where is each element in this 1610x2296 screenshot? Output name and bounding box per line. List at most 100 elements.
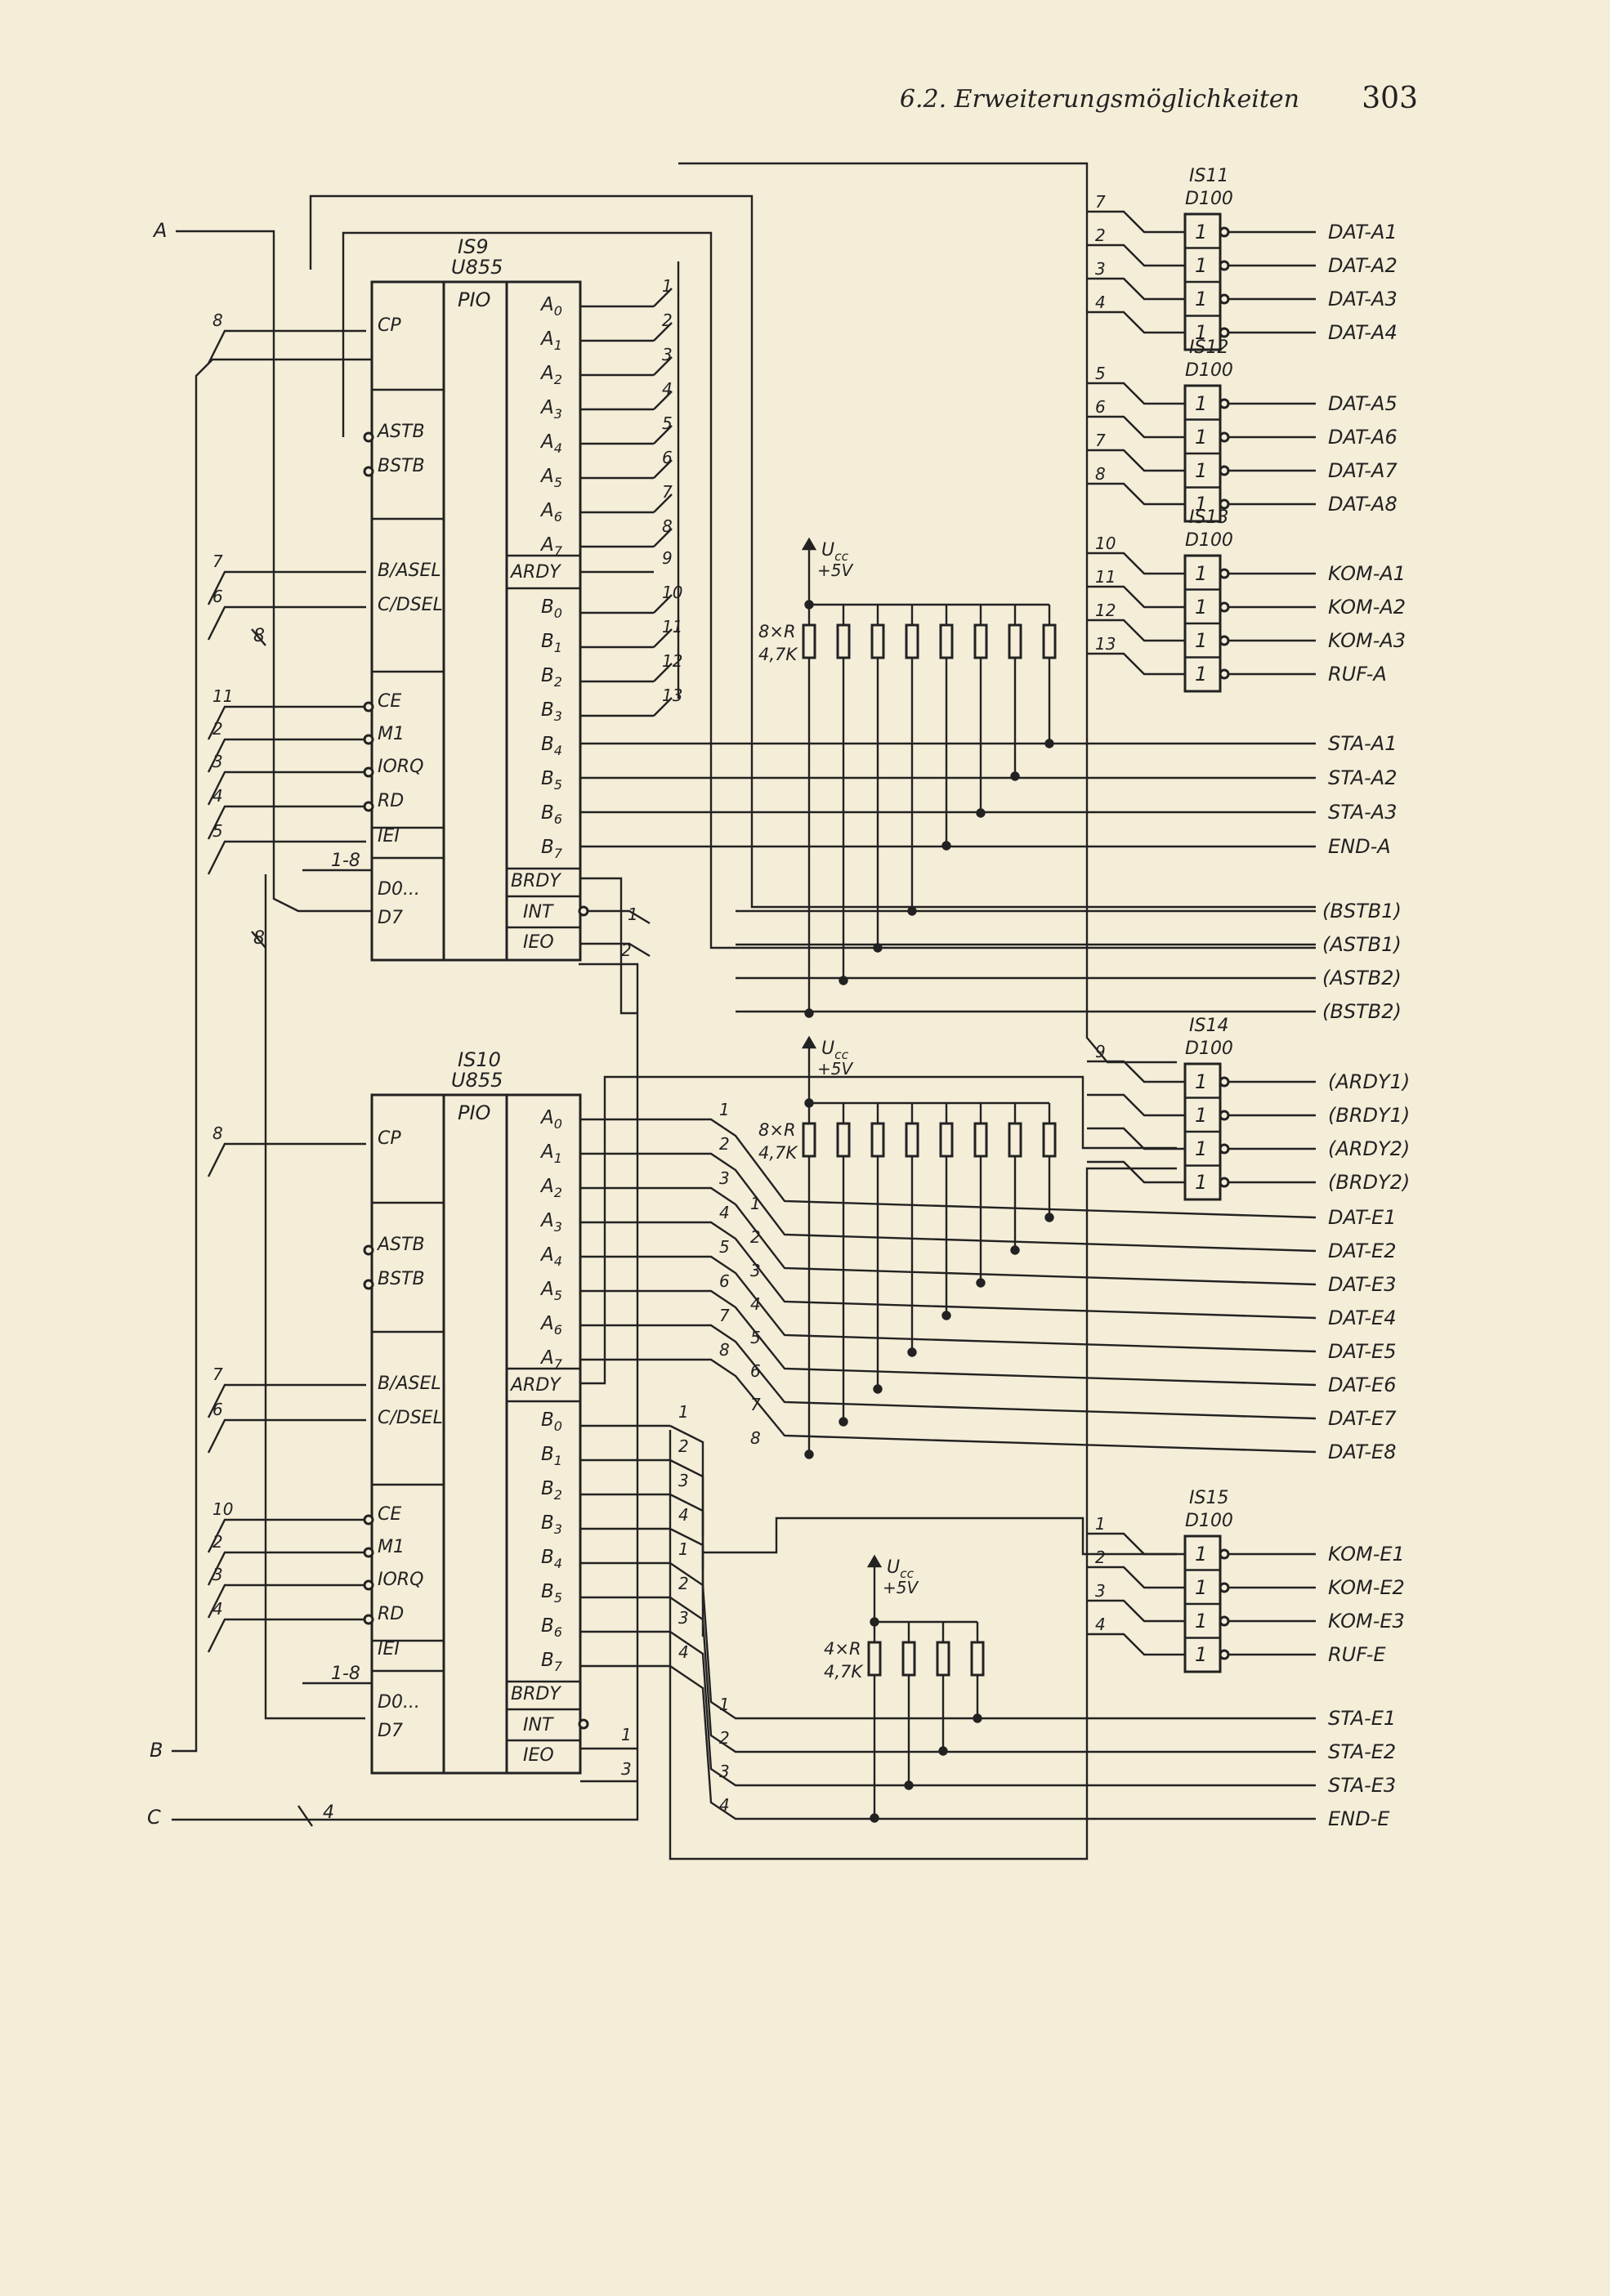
pin-a0-label: A0 <box>539 294 562 319</box>
resistor-r1 <box>901 1641 916 1677</box>
signal-kom-a2: KOM-A2 <box>1328 596 1406 619</box>
wire-number: 1 <box>662 276 673 296</box>
inversion-bubble <box>1219 635 1230 646</box>
vcc-arrowhead <box>801 1035 817 1049</box>
wire-number: 9 <box>1095 1042 1106 1061</box>
resistor-r6 <box>1008 1122 1022 1158</box>
driver-ref-IS12: IS12 <box>1189 337 1228 358</box>
driver-ref-IS13: IS13 <box>1189 507 1228 528</box>
bus-tap-bsel <box>207 1383 366 1418</box>
inversion-bubble <box>1219 327 1230 338</box>
bus-c <box>172 963 639 1821</box>
signal-dat-e5: DAT-E5 <box>1328 1340 1396 1363</box>
wire-slash <box>653 697 673 717</box>
bus-label-a: A <box>152 219 167 242</box>
wire-slash <box>653 663 673 682</box>
driver-in-wire <box>1087 449 1185 472</box>
junction-dot <box>873 1384 883 1394</box>
pin-brdy-label: BRDY <box>511 871 561 891</box>
bus-tap-number: 3 <box>212 1565 223 1584</box>
inversion-bubble <box>1219 1649 1230 1660</box>
top-cable <box>678 162 1177 1064</box>
pin-a4-label: A4 <box>539 1244 562 1269</box>
wire-number: 10 <box>1095 534 1116 553</box>
driver-in-wire <box>1087 652 1185 676</box>
signal-dat-a5: DAT-A5 <box>1328 392 1398 415</box>
pin-b2-label: B2 <box>541 665 562 690</box>
wire-number: 1 <box>1095 1514 1106 1534</box>
inversion-bubble <box>363 466 374 477</box>
wire-slash <box>653 391 673 410</box>
junction-dot <box>873 943 883 953</box>
wire-slash <box>653 288 673 307</box>
bus-tap-number: 7 <box>212 552 223 571</box>
driver-in-wire <box>1087 619 1185 642</box>
bus-label-b: B <box>150 1739 163 1762</box>
inversion-bubble <box>363 1279 374 1290</box>
signal-dat-e1: DAT-E1 <box>1328 1206 1396 1229</box>
wire-number: 5 <box>719 1237 730 1257</box>
res-count-label: 8×R <box>758 1120 796 1140</box>
bus-tap-number: 6 <box>212 1400 223 1419</box>
inversion-bubble <box>1219 668 1230 680</box>
inversion-bubble <box>1219 1615 1230 1627</box>
wire-number: 5 <box>662 413 673 433</box>
junction-dot <box>907 1347 917 1357</box>
signal-strobe-3: (BSTB2) <box>1322 1000 1402 1023</box>
resistor-r7 <box>1042 1122 1057 1158</box>
inversion-bubble <box>1219 1177 1230 1188</box>
resistor-r0 <box>802 623 816 659</box>
signal-dat-a6: DAT-A6 <box>1328 426 1398 449</box>
wire-slash <box>653 356 673 376</box>
wire-number: 12 <box>662 651 682 671</box>
signal-dat-a8: DAT-A8 <box>1328 493 1398 516</box>
wire-number: 8 <box>750 1428 761 1448</box>
pin-astb-label: ASTB <box>376 1235 425 1255</box>
gate-label: 1 <box>1195 1137 1207 1160</box>
junction-dot <box>907 906 917 916</box>
resistor-r1 <box>836 623 851 659</box>
wire-number: 8 <box>1095 464 1106 484</box>
wire-number: 2 <box>662 310 673 330</box>
pin-iorq-label: IORQ <box>378 757 423 777</box>
wire-number: 10 <box>662 583 682 602</box>
wire-number: 3 <box>750 1261 761 1280</box>
resistor-r2 <box>936 1641 950 1677</box>
sta-e-wire-1 <box>669 1597 1316 1753</box>
inversion-bubble <box>1219 226 1230 238</box>
inversion-bubble <box>363 734 374 745</box>
chip-type: U855 <box>451 256 503 279</box>
wire-number: 4 <box>678 1642 689 1662</box>
wire-number: 1 <box>621 1725 632 1744</box>
signal-ruf-e: RUF-E <box>1328 1643 1386 1666</box>
driver-IS14 <box>1183 1062 1222 1201</box>
kom-e-bus <box>703 1517 1177 1556</box>
pin-ce-label: CE <box>378 1504 401 1525</box>
junction-dot <box>839 1417 848 1427</box>
driver-ref-IS15: IS15 <box>1189 1488 1228 1508</box>
pio-right-column <box>505 280 582 962</box>
pin-a3-label: A3 <box>539 1210 562 1235</box>
wire-number: 3 <box>678 1608 689 1628</box>
bus-slash <box>251 628 266 646</box>
signal-dat-a3: DAT-A3 <box>1328 288 1398 310</box>
driver-IS13 <box>1183 554 1222 693</box>
bus-tap-number: 11 <box>212 686 233 706</box>
wire-number: 1 <box>719 1100 730 1119</box>
pin-m1-label: M1 <box>378 1537 405 1557</box>
driver-IS11 <box>1183 212 1222 351</box>
junction-dot <box>976 1278 986 1288</box>
driver-in-wire <box>1087 585 1185 609</box>
wire-number: 7 <box>1095 431 1106 450</box>
wire-number: 3 <box>719 1168 730 1188</box>
pin-b4-label: B4 <box>541 734 562 758</box>
chip-core-label: PIO <box>458 1101 490 1124</box>
bus-tap-number: 7 <box>212 1365 223 1384</box>
wire-number: 4 <box>719 1203 730 1222</box>
pin-d0-label: D0... <box>378 879 420 900</box>
signal-dat-e6: DAT-E6 <box>1328 1374 1396 1396</box>
inversion-bubble <box>578 905 589 917</box>
wire-number: 7 <box>1095 192 1106 212</box>
bus-slash <box>251 931 266 949</box>
gate-label: 1 <box>1195 1104 1207 1127</box>
